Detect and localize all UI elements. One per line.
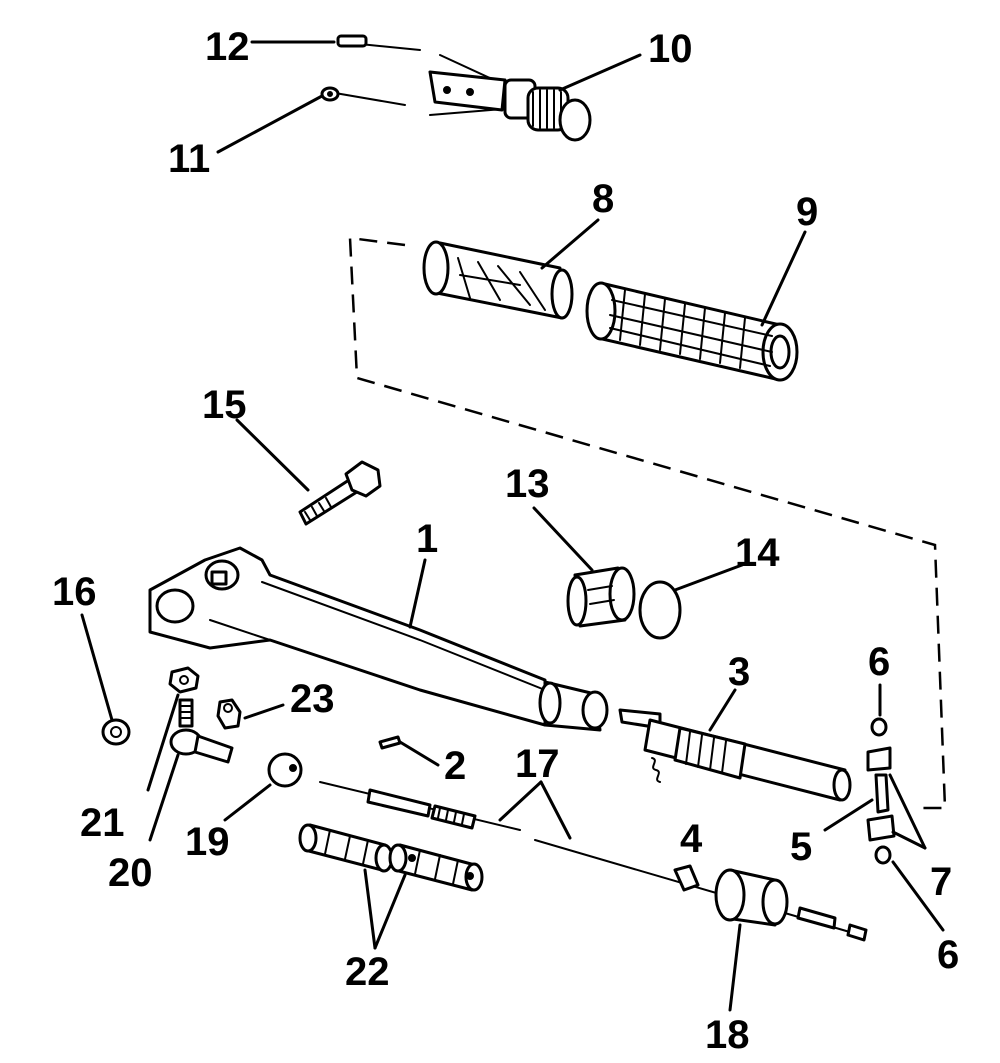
part-ball xyxy=(267,752,303,788)
callout-3: 3 xyxy=(728,650,750,694)
callout-22: 22 xyxy=(345,950,390,994)
part-cable-drum xyxy=(714,868,868,942)
callout-13: 13 xyxy=(505,462,550,506)
part-grip-sleeve xyxy=(422,240,574,320)
callout-labels: 12 10 11 8 9 15 13 1 14 16 6 3 23 2 17 2… xyxy=(52,25,959,1057)
callout-11: 11 xyxy=(168,137,210,181)
callout-16: 16 xyxy=(52,570,97,614)
callout-10: 10 xyxy=(648,27,693,71)
callout-8: 8 xyxy=(592,177,614,221)
leader-lines xyxy=(80,40,945,1012)
callout-6-top: 6 xyxy=(868,640,890,684)
callout-14: 14 xyxy=(735,531,780,575)
callout-21: 21 xyxy=(80,801,125,845)
callout-2: 2 xyxy=(444,744,466,788)
callout-18: 18 xyxy=(705,1013,750,1057)
callout-17: 17 xyxy=(515,742,560,786)
part-spring-clip xyxy=(651,757,661,783)
callout-5: 5 xyxy=(790,825,812,869)
part-pin xyxy=(378,735,402,750)
callout-19: 19 xyxy=(185,820,230,864)
part-pivot-bolt xyxy=(298,460,382,526)
callout-7: 7 xyxy=(930,860,952,904)
callout-20: 20 xyxy=(108,851,153,895)
part-ball-joint xyxy=(169,698,234,764)
part-hex-nut xyxy=(168,666,200,694)
part-bushing xyxy=(566,566,636,628)
callout-12: 12 xyxy=(205,25,250,69)
callout-15: 15 xyxy=(202,383,247,427)
callout-1: 1 xyxy=(416,517,438,561)
part-rubber-grip xyxy=(585,281,799,382)
callout-9: 9 xyxy=(796,190,818,234)
part-tiller-arm xyxy=(148,546,609,732)
callout-4: 4 xyxy=(680,817,703,861)
part-grip-covers xyxy=(298,823,484,892)
callout-6-bottom: 6 xyxy=(937,933,959,977)
part-link-assembly xyxy=(866,717,896,865)
part-o-ring xyxy=(638,580,682,640)
callout-23: 23 xyxy=(290,677,335,721)
part-fitting xyxy=(216,698,242,730)
dashed-assembly-outline xyxy=(348,236,947,810)
part-throttle-shaft xyxy=(618,708,852,802)
part-nut xyxy=(101,718,131,746)
part-stop-switch xyxy=(320,34,592,142)
